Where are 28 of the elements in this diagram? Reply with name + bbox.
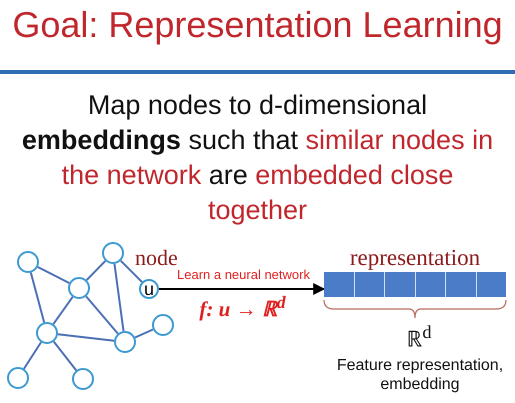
formula-text: f: u → ℝ$^{d}$ bbox=[198, 292, 287, 322]
graph-node-circle bbox=[68, 277, 90, 299]
graph-node-circle bbox=[17, 251, 39, 273]
graph-edge bbox=[30, 272, 46, 323]
graph-edge bbox=[53, 341, 77, 371]
graph-node-circle bbox=[102, 242, 124, 264]
node-label: u bbox=[144, 278, 154, 300]
graph-edge bbox=[58, 333, 114, 342]
graph-node-circle bbox=[114, 331, 136, 353]
arrow bbox=[159, 283, 326, 295]
graph-node-circle bbox=[7, 367, 29, 389]
graph-edge bbox=[120, 260, 143, 283]
graph-node-circle bbox=[139, 279, 159, 299]
vector-heading: representation bbox=[348, 246, 482, 272]
graph-edge bbox=[23, 342, 42, 370]
graph-node-circle bbox=[72, 368, 94, 390]
graph-edge bbox=[134, 328, 154, 338]
graph-edge bbox=[85, 296, 119, 334]
description-text: Map nodes to d-dimensional embeddings such that similar nodes in the network are embedded close together bbox=[20, 89, 494, 227]
slide-title: Goal: Representation Learning bbox=[11, 4, 504, 46]
space-symbol: ℝ$^{d}$ bbox=[405, 322, 433, 352]
graph-node-circle bbox=[36, 322, 58, 344]
graph-edge bbox=[86, 260, 106, 281]
caption-text: Feature representation, embedding bbox=[336, 356, 504, 394]
graph-node-circle bbox=[152, 314, 174, 336]
graph-edge bbox=[37, 266, 70, 284]
graph-edge bbox=[52, 296, 74, 325]
graph-edge bbox=[113, 264, 125, 332]
